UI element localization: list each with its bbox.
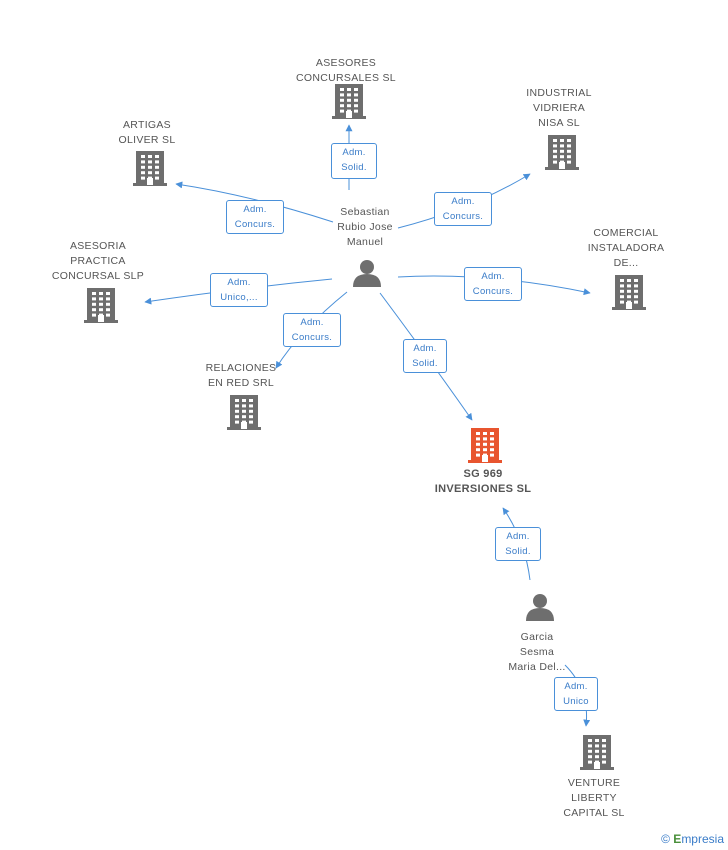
building-icon-asesoria[interactable] xyxy=(84,288,118,323)
edge-label-sebastian-industrial: Adm. Concurs. xyxy=(434,192,492,226)
brand-name: mpresia xyxy=(681,832,724,846)
node-label-artigas[interactable]: ARTIGAS OLIVER SL xyxy=(118,119,176,146)
building-icon-asesores[interactable] xyxy=(332,84,366,119)
edge-label-sebastian-asesoria: Adm. Unico,... xyxy=(210,273,268,307)
person-icon-garcia[interactable] xyxy=(526,594,554,621)
node-label-industrial[interactable]: INDUSTRIAL VIDRIERA NISA SL xyxy=(526,87,592,129)
node-label-relaciones[interactable]: RELACIONES EN RED SRL xyxy=(205,362,277,389)
building-icon-comercial[interactable] xyxy=(612,275,646,310)
building-icon-sg969[interactable] xyxy=(468,428,502,463)
node-label-venture[interactable]: VENTURE LIBERTY CAPITAL SL xyxy=(563,777,625,819)
node-label-garcia[interactable]: Garcia Sesma Maria Del... xyxy=(508,631,566,673)
brand-initial: E xyxy=(673,832,682,846)
edge-label-sebastian-asesores: Adm. Solid. xyxy=(331,143,377,179)
node-label-sebastian[interactable]: Sebastian Rubio Jose Manuel xyxy=(337,206,393,248)
node-label-asesores[interactable]: ASESORES CONCURSALES SL xyxy=(296,57,396,84)
building-icon-industrial[interactable] xyxy=(545,135,579,170)
person-icon-sebastian[interactable] xyxy=(353,260,381,287)
brand-watermark: © Empresia xyxy=(661,832,724,846)
copyright-icon: © xyxy=(661,832,670,846)
edge-label-garcia-sg969: Adm. Solid. xyxy=(495,527,541,561)
node-label-comercial[interactable]: COMERCIAL INSTALADORA DE... xyxy=(587,227,665,269)
edge-label-sebastian-artigas: Adm. Concurs. xyxy=(226,200,284,234)
node-label-sg969[interactable]: SG 969 INVERSIONES SL xyxy=(434,468,532,495)
edge-sebastian-artigas xyxy=(175,181,334,223)
edge-label-sebastian-relaciones: Adm. Concurs. xyxy=(283,313,341,347)
building-icon-artigas[interactable] xyxy=(133,151,167,186)
node-label-asesoria[interactable]: ASESORIA PRACTICA CONCURSAL SLP xyxy=(51,240,145,282)
building-icon-venture[interactable] xyxy=(580,735,614,770)
edge-label-sebastian-comercial: Adm. Concurs. xyxy=(464,267,522,301)
edge-label-garcia-venture: Adm. Unico xyxy=(554,677,598,711)
building-icon-relaciones[interactable] xyxy=(227,395,261,430)
edge-label-sebastian-sg969: Adm. Solid. xyxy=(403,339,447,373)
